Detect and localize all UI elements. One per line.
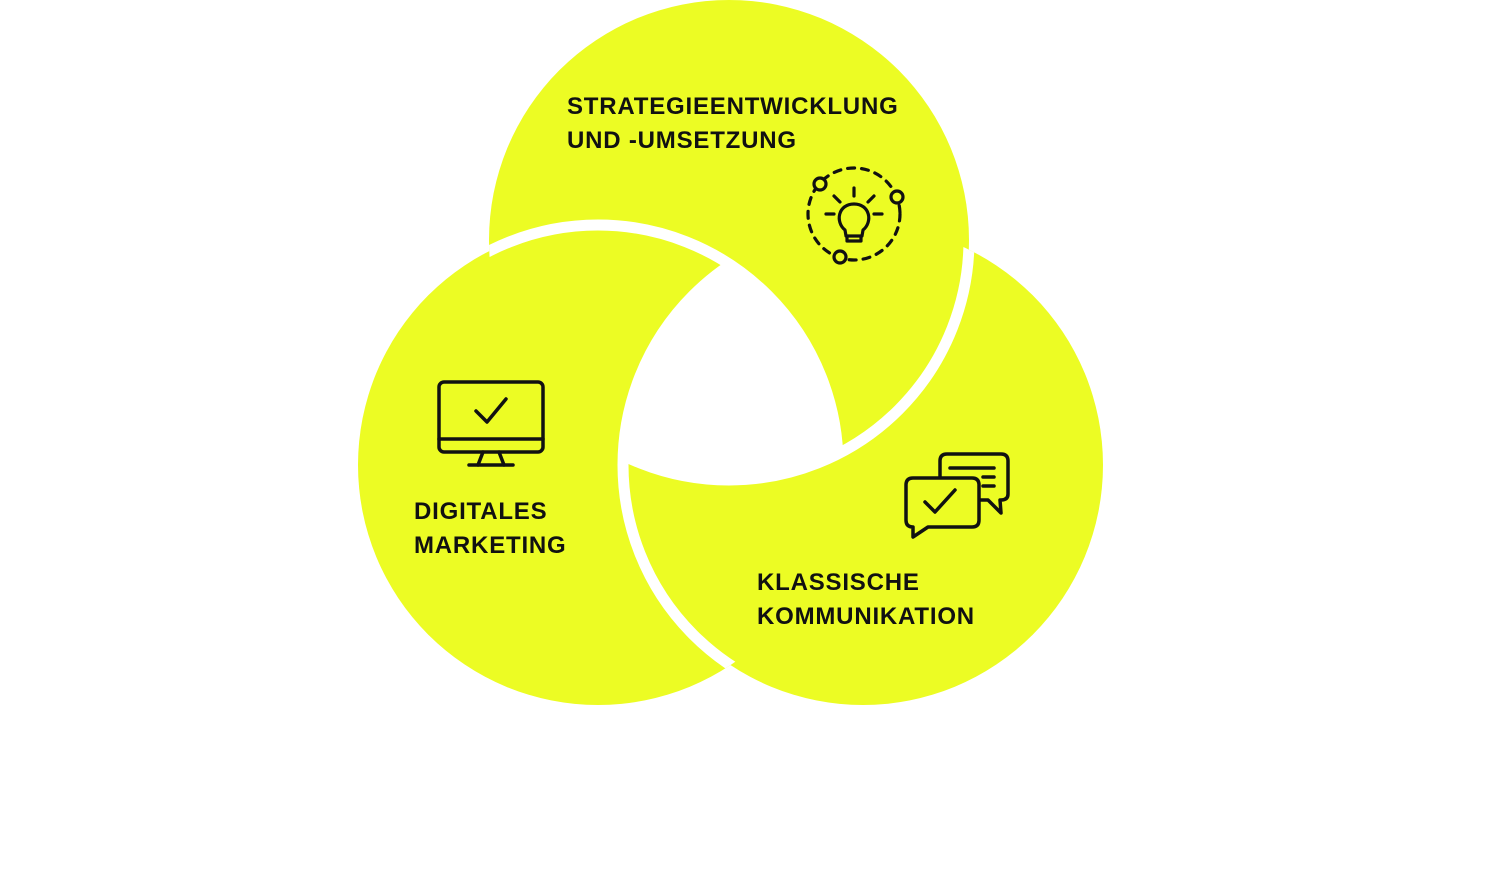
lightbulb-network-icon — [806, 166, 905, 265]
label-classic: KLASSISCHE KOMMUNIKATION — [757, 566, 975, 634]
label-line: KOMMUNIKATION — [757, 603, 975, 630]
label-line: MARKETING — [414, 532, 567, 559]
label-line: UND -UMSETZUNG — [567, 127, 797, 154]
center-hole — [623, 225, 838, 480]
gap-classic-over-digital — [617, 225, 838, 705]
label-line: STRATEGIEENTWICKLUNG — [567, 93, 899, 120]
label-line: DIGITALES — [414, 498, 548, 525]
label-line: KLASSISCHE — [757, 569, 920, 596]
chat-bubbles-check-icon — [904, 452, 1010, 539]
label-digital: DIGITALES MARKETING — [414, 495, 567, 563]
label-strategy: STRATEGIEENTWICKLUNG UND -UMSETZUNG — [567, 90, 899, 158]
monitor-check-icon — [437, 380, 545, 467]
